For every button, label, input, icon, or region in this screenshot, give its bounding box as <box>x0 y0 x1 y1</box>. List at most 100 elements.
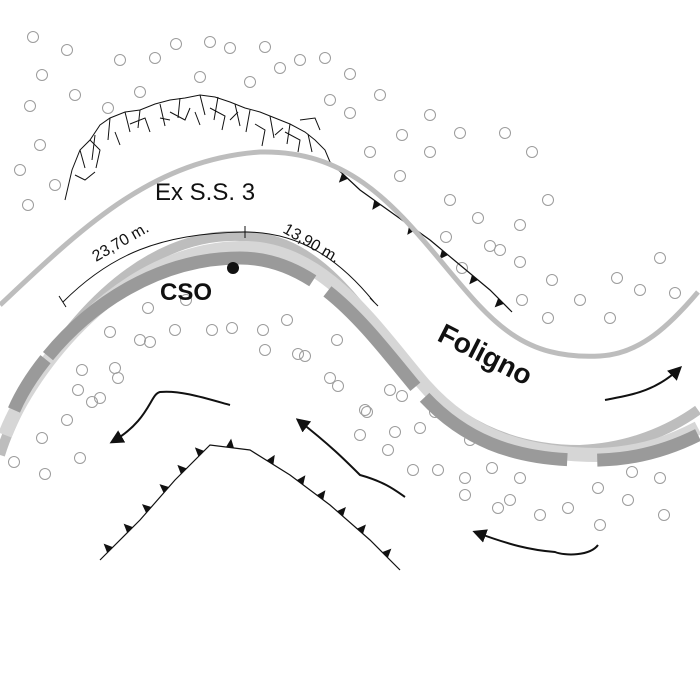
gravel-dot <box>274 62 286 74</box>
gravel-dot <box>144 336 156 348</box>
gravel-dot <box>514 256 526 268</box>
station-label: CSO <box>160 279 212 306</box>
gravel-dot <box>359 404 371 416</box>
gravel-dot <box>622 494 634 506</box>
gravel-dot <box>72 384 84 396</box>
gravel-dot <box>384 384 396 396</box>
gravel-dot <box>134 334 146 346</box>
gravel-dot <box>592 482 604 494</box>
gravel-dot <box>407 464 419 476</box>
gravel-dot <box>142 302 154 314</box>
measurement-arc <box>58 226 379 308</box>
gravel-dot <box>86 396 98 408</box>
gravel-dot <box>432 464 444 476</box>
gravel-dot <box>257 324 269 336</box>
gravel-dot <box>114 54 126 66</box>
gravel-dot <box>324 372 336 384</box>
gravel-dot <box>169 324 181 336</box>
gravel-dot <box>299 350 311 362</box>
gravel-dot <box>344 68 356 80</box>
gravel-dot <box>542 312 554 324</box>
gravel-dot <box>39 468 51 480</box>
gravel-dot <box>61 414 73 426</box>
flow-arrow-icon <box>295 418 406 498</box>
gravel-dot <box>104 326 116 338</box>
flow-arrow-icon <box>472 529 599 556</box>
gravel-dot <box>206 324 218 336</box>
gravel-dot <box>69 89 81 101</box>
gravel-dot <box>626 466 638 478</box>
gravel-dot <box>534 509 546 521</box>
gravel-dot <box>542 194 554 206</box>
road-label: Ex S.S. 3 <box>155 179 255 206</box>
gravel-dot <box>514 472 526 484</box>
gravel-dot <box>22 199 34 211</box>
gravel-dot <box>364 146 376 158</box>
gravel-dot <box>319 52 331 64</box>
gravel-dot <box>574 294 586 306</box>
gravel-dot <box>259 344 271 356</box>
gravel-dot <box>634 284 646 296</box>
gravel-dot <box>259 41 271 53</box>
gravel-dot <box>204 36 216 48</box>
gravel-dot <box>49 179 61 191</box>
gravel-dot <box>494 244 506 256</box>
gravel-dot <box>354 429 366 441</box>
gravel-dot <box>486 462 498 474</box>
gravel-dot <box>654 472 666 484</box>
gravel-dot <box>292 348 304 360</box>
gravel-dot <box>36 432 48 444</box>
gravel-dot <box>658 509 670 521</box>
gravel-dot <box>27 31 39 43</box>
gravel-dot <box>472 212 484 224</box>
gravel-dot <box>594 519 606 531</box>
gravel-dot <box>484 240 496 252</box>
gravel-dot <box>112 372 124 384</box>
gravel-dot <box>424 109 436 121</box>
gravel-dot <box>499 127 511 139</box>
gravel-dot <box>324 94 336 106</box>
gravel-dot <box>414 422 426 434</box>
gravel-dot <box>76 364 88 376</box>
gravel-dot <box>61 44 73 56</box>
flow-arrow-icon <box>604 366 683 401</box>
gravel-dot <box>546 274 558 286</box>
gravel-dot <box>611 272 623 284</box>
gravel-dot <box>102 102 114 114</box>
gravel-dot <box>281 314 293 326</box>
gravel-dot <box>454 127 466 139</box>
gravel-dot <box>194 71 206 83</box>
gravel-dot <box>244 76 256 88</box>
road-edge-lower <box>0 230 700 457</box>
gravel-dot <box>332 380 344 392</box>
scarp-lower-icon <box>99 438 401 571</box>
gravel-dot <box>331 334 343 346</box>
gravel-dot <box>526 146 538 158</box>
gravel-dot <box>459 489 471 501</box>
gravel-dot <box>424 146 436 158</box>
gravel-dot <box>361 406 373 418</box>
gravel-dot <box>654 252 666 264</box>
gravel-dot <box>14 164 26 176</box>
gravel-dot <box>504 494 516 506</box>
road-edge-upper <box>0 149 700 359</box>
gravel-dot <box>604 312 616 324</box>
gravel-dot <box>396 129 408 141</box>
gravel-dot <box>459 472 471 484</box>
flow-arrow-icon <box>109 390 231 444</box>
gravel-dot <box>226 322 238 334</box>
gravel-dot <box>36 69 48 81</box>
gravel-dot <box>394 170 406 182</box>
channel-band <box>0 240 700 467</box>
gravel-dot <box>34 139 46 151</box>
gravel-dot <box>456 262 468 274</box>
gravel-dot <box>24 100 36 112</box>
gravel-dot <box>514 219 526 231</box>
gravel-dot <box>74 452 86 464</box>
gravel-dot <box>294 54 306 66</box>
gravel-dot <box>170 38 182 50</box>
gravel-dot <box>382 444 394 456</box>
gravel-dot <box>134 86 146 98</box>
gravel-dot <box>109 362 121 374</box>
